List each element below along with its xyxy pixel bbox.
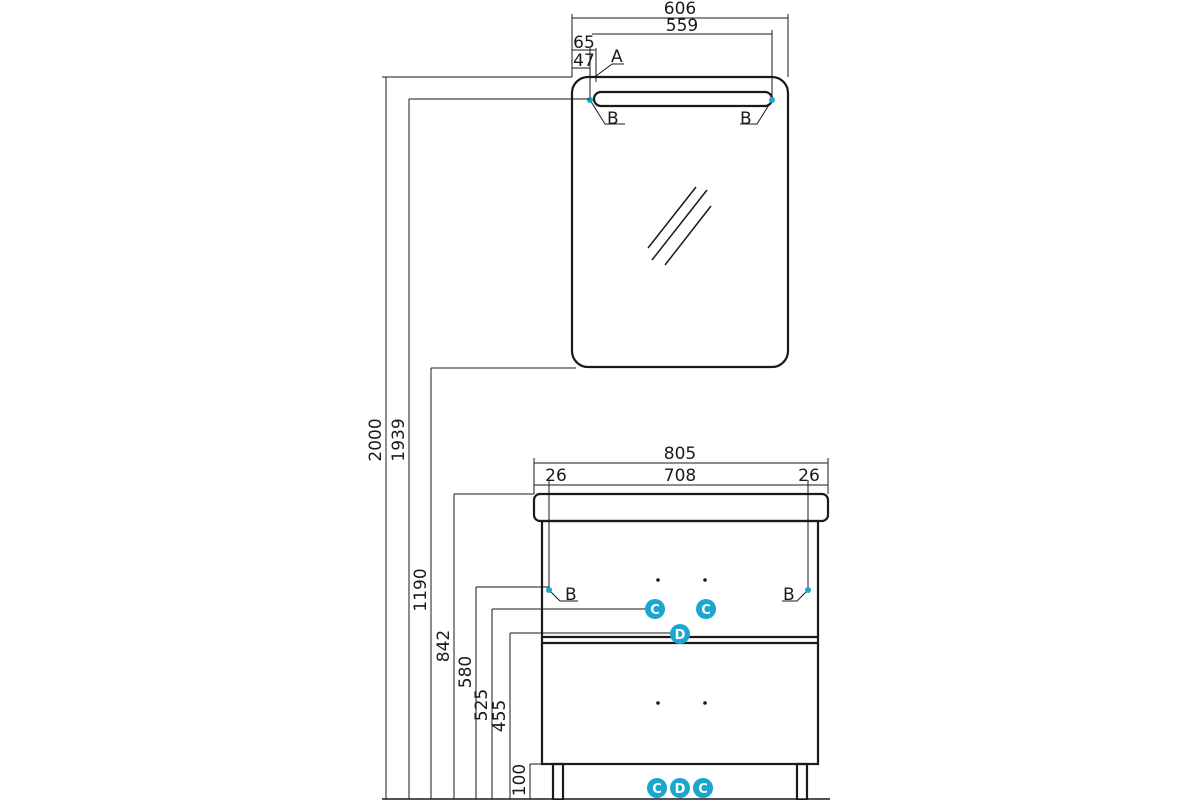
marker-b-label: B <box>740 109 752 129</box>
marker-c-label: C <box>650 603 660 618</box>
dim-height-light: 1939 <box>389 418 409 461</box>
vanity-top-dimensions: 805 26 708 26 <box>533 444 829 590</box>
vanity-leg-right <box>795 762 809 800</box>
marker-c-label: C <box>701 603 711 618</box>
dim-cabinet-side-right: 26 <box>798 466 820 486</box>
marker-c <box>647 778 667 798</box>
mirror-glare-3 <box>647 186 697 249</box>
dim-height-total: 2000 <box>366 418 386 461</box>
height-dimensions: 2000 1939 1190 842 580 525 455 100 <box>366 76 670 799</box>
marker-b-label: B <box>783 585 795 605</box>
vanity <box>532 492 830 800</box>
dim-cabinet-inner-width: 708 <box>664 466 696 486</box>
marker-b-label: B <box>607 109 619 129</box>
marker-d <box>670 624 690 644</box>
marker-d-label: D <box>675 628 686 643</box>
dim-height-top: 842 <box>434 630 454 662</box>
dim-height-socket: 580 <box>456 656 476 688</box>
dot <box>656 701 660 705</box>
dot <box>656 578 660 582</box>
marker-a-label: A <box>611 47 623 67</box>
dot <box>703 701 707 705</box>
vanity-b-markers: B B <box>546 585 811 605</box>
mirror-frame <box>570 75 790 369</box>
dim-mirror-offset-a: 65 <box>573 33 595 53</box>
marker-point <box>587 97 593 103</box>
mirror-light-bar <box>592 90 774 108</box>
vanity-leg-left <box>551 762 565 800</box>
dim-mirror-inner-width: 559 <box>666 16 698 36</box>
marker-d-label: D <box>675 782 686 797</box>
marker-c-label: C <box>698 782 708 797</box>
dim-cabinet-total-width: 805 <box>664 444 696 464</box>
marker-c <box>645 599 665 619</box>
dim-height-drain: 455 <box>490 700 510 732</box>
marker-b-label: B <box>565 585 577 605</box>
plumbing-markers: C C D C D C <box>645 599 716 798</box>
marker-point <box>805 587 811 593</box>
marker-c-label: C <box>652 782 662 797</box>
marker-d <box>670 778 690 798</box>
dim-height-legs: 100 <box>510 764 530 796</box>
marker-c <box>693 778 713 798</box>
dim-mirror-total-width: 606 <box>664 0 696 19</box>
mirror <box>570 75 790 369</box>
dim-height-mirror-bottom: 1190 <box>411 568 431 611</box>
marker-c <box>696 599 716 619</box>
marker-point <box>546 587 552 593</box>
dim-height-pipe: 525 <box>472 689 492 721</box>
mirror-glare-1 <box>651 189 708 261</box>
dim-mirror-offset-b: 47 <box>573 51 595 71</box>
vanity-countertop <box>532 492 830 523</box>
dim-cabinet-side-left: 26 <box>545 466 567 486</box>
marker-point <box>769 97 775 103</box>
dot <box>703 578 707 582</box>
mirror-top-dimensions: 606 559 65 47 A <box>571 0 789 100</box>
mirror-glare-2 <box>664 205 712 266</box>
mirror-b-markers: B B <box>587 97 775 129</box>
